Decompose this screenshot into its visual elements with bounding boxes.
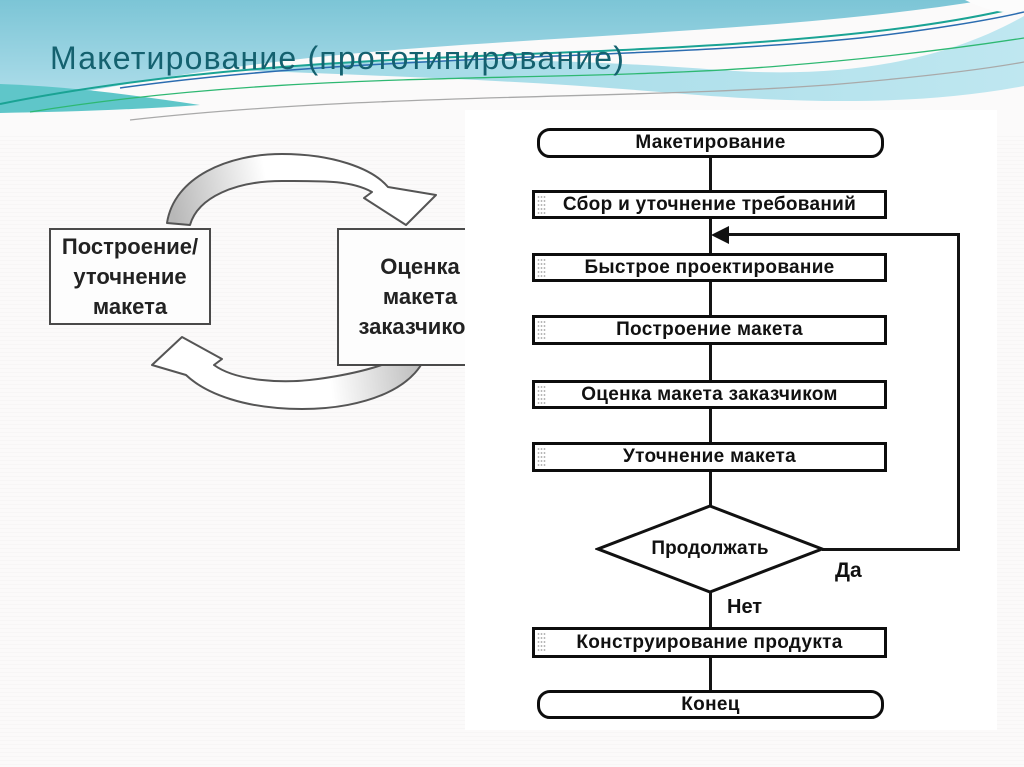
connector <box>709 409 712 442</box>
connector <box>709 592 712 627</box>
header-blue-line <box>119 11 1024 89</box>
cycle-arrows <box>151 153 437 410</box>
loop-line-bottom <box>822 548 960 551</box>
flow-node-decision: Продолжать <box>595 504 825 594</box>
flow-node-refine-prototype: Уточнение макета <box>532 442 887 472</box>
flow-node-start: Макетирование <box>537 128 884 158</box>
flow-node-evaluate-prototype: Оценка макета заказчиком <box>532 380 887 409</box>
header-blue-band <box>235 16 1024 102</box>
connector <box>709 219 712 253</box>
cycle-box-line: Оценка <box>380 254 460 279</box>
header-green-line <box>29 37 1024 113</box>
prototyping-flowchart: Макетирование Сбор и уточнение требовани… <box>465 110 997 730</box>
cycle-arrow-top-icon <box>166 153 437 226</box>
cycle-box-line: уточнение <box>73 263 187 289</box>
cycle-box-line: Построение/ <box>61 233 199 259</box>
header-wave-banner <box>0 0 1024 135</box>
flow-node-end: Конец <box>537 690 884 719</box>
branch-label-yes: Да <box>835 559 862 582</box>
connector <box>709 658 712 690</box>
cycle-box-line: макета <box>382 284 458 309</box>
header-teal-wedge <box>0 84 200 113</box>
cycle-box-line: заказчиком <box>358 314 482 339</box>
connector <box>709 282 712 315</box>
page-title: Макетирование (прототипирование) <box>50 40 626 76</box>
header-teal-line <box>0 5 1024 105</box>
connector <box>709 472 712 506</box>
cycle-box-line: макета <box>92 293 168 319</box>
branch-label-no: Нет <box>727 596 763 618</box>
loop-line-top <box>729 233 960 236</box>
connector <box>709 158 712 190</box>
connector <box>709 345 712 380</box>
header-gray-line <box>129 61 1024 121</box>
loop-arrowhead-left-icon <box>711 226 729 244</box>
flow-node-product-engineering: Конструирование продукта <box>532 627 887 658</box>
flow-node-rapid-design: Быстрое проектирование <box>532 253 887 282</box>
cycle-arrow-bottom-icon <box>151 336 429 410</box>
flow-node-requirements: Сбор и уточнение требований <box>532 190 887 219</box>
decision-label: Продолжать <box>651 538 769 559</box>
wave-decoration-icon <box>0 0 1024 135</box>
header-corner-sliver <box>965 0 1024 13</box>
cycle-box-build-refine: Построение/ уточнение макета <box>49 228 211 325</box>
flow-node-build-prototype: Построение макета <box>532 315 887 345</box>
prototype-cycle-diagram: Построение/ уточнение макета Оценка маке… <box>30 135 510 445</box>
loop-line-right <box>957 233 960 551</box>
